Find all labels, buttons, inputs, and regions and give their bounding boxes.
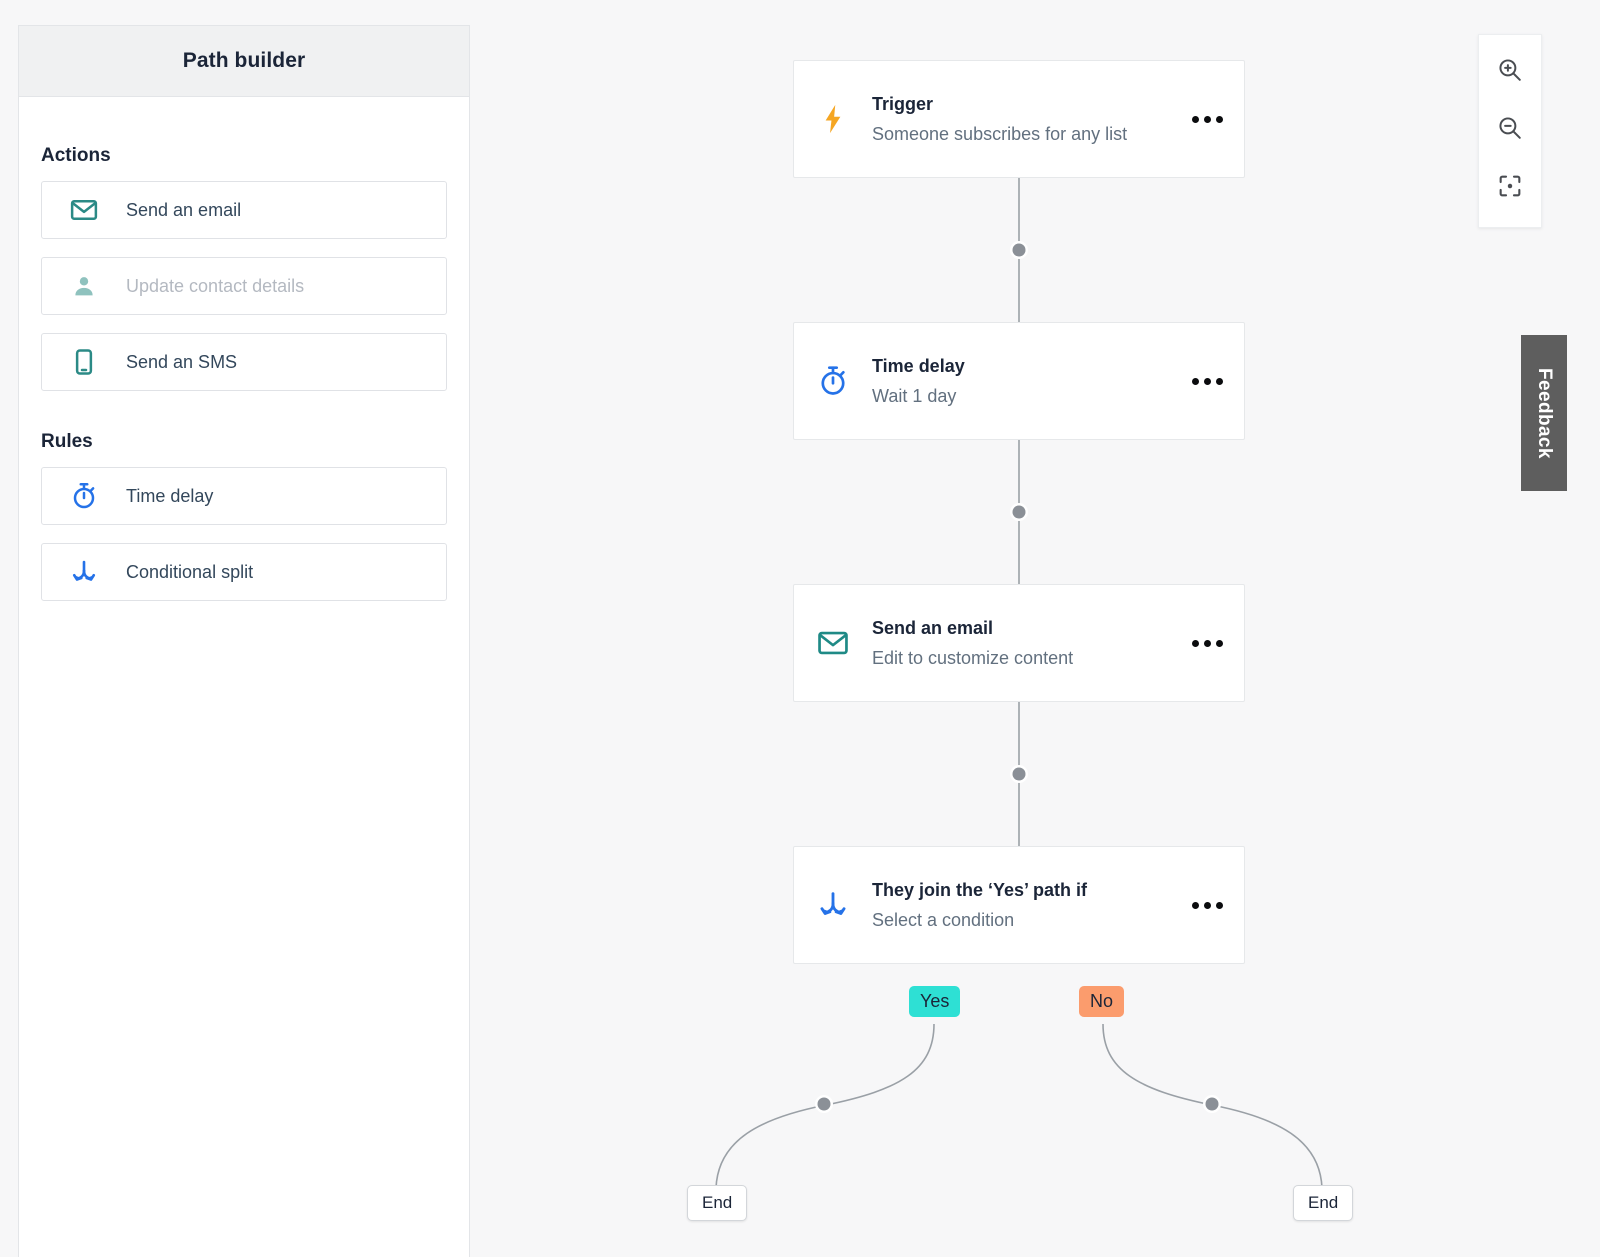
- path-builder-header: Path builder: [19, 26, 469, 97]
- flow-node-subtitle: Someone subscribes for any list: [872, 124, 1128, 144]
- flow-node-end-yes[interactable]: End: [687, 1185, 748, 1221]
- magnifier-minus-icon: [1496, 114, 1524, 147]
- person-icon: [42, 272, 126, 300]
- flow-node-end-no[interactable]: End: [1293, 1185, 1354, 1221]
- flow-node-text: Trigger Someone subscribes for any list: [872, 91, 1170, 147]
- flow-canvas[interactable]: Trigger Someone subscribes for any list …: [470, 0, 1600, 1257]
- flow-node-trigger[interactable]: Trigger Someone subscribes for any list: [793, 60, 1245, 178]
- path-builder-panel: Path builder Actions Send an email Updat…: [18, 25, 470, 1257]
- flow-node-title: They join the ‘Yes’ path if: [872, 879, 1088, 900]
- path-builder-body: Actions Send an email Update contact det…: [19, 97, 469, 601]
- flow-node-subtitle: Edit to customize content: [872, 648, 1074, 668]
- dots: [1191, 377, 1223, 385]
- flow-node-text: Send an email Edit to customize content: [872, 615, 1170, 671]
- palette-item-label: Send an email: [126, 199, 242, 220]
- page-title: Path builder: [182, 49, 306, 72]
- flow-node-subtitle: Select a condition: [872, 910, 1015, 930]
- palette-item-time-delay[interactable]: Time delay: [41, 467, 447, 525]
- stopwatch-icon: [794, 364, 872, 398]
- feedback-tab[interactable]: Feedback: [1521, 335, 1567, 491]
- feedback-label: Feedback: [1534, 367, 1555, 459]
- palette-item-label: Conditional split: [126, 561, 254, 582]
- flow-node-conditional-split[interactable]: They join the ‘Yes’ path if Select a con…: [793, 846, 1245, 964]
- dots: [1191, 901, 1223, 909]
- dots: [1191, 115, 1223, 123]
- fit-to-screen-button[interactable]: [1479, 159, 1541, 217]
- flow-node-title: Trigger: [872, 93, 934, 114]
- palette-item-send-an-sms[interactable]: Send an SMS: [41, 333, 447, 391]
- split-branch-icon: [42, 557, 126, 587]
- envelope-icon: [42, 195, 126, 225]
- flow-node-text: Time delay Wait 1 day: [872, 353, 1170, 409]
- zoom-in-button[interactable]: [1479, 43, 1541, 101]
- flow-graph: Trigger Someone subscribes for any list …: [470, 0, 1600, 1257]
- branch-badge-no[interactable]: No: [1079, 986, 1125, 1017]
- palette-item-label: Time delay: [126, 485, 214, 506]
- palette-item-update-contact-details[interactable]: Update contact details: [41, 257, 447, 315]
- dots: [1191, 639, 1223, 647]
- flow-node-subtitle: Wait 1 day: [872, 386, 957, 406]
- palette-item-send-an-email[interactable]: Send an email: [41, 181, 447, 239]
- zoom-controls-panel: [1478, 34, 1542, 228]
- flow-node-title: Time delay: [872, 355, 965, 376]
- flow-node-time-delay[interactable]: Time delay Wait 1 day: [793, 322, 1245, 440]
- split-branch-icon: [794, 888, 872, 922]
- more-options-icon[interactable]: [1170, 639, 1244, 647]
- envelope-icon: [794, 626, 872, 660]
- branch-badge-yes[interactable]: Yes: [909, 986, 961, 1017]
- stopwatch-icon: [42, 481, 126, 511]
- focus-target-icon: [1496, 172, 1524, 205]
- more-options-icon[interactable]: [1170, 901, 1244, 909]
- mobile-phone-icon: [42, 347, 126, 377]
- palette-item-label: Update contact details: [126, 275, 305, 296]
- more-options-icon[interactable]: [1170, 115, 1244, 123]
- zoom-out-button[interactable]: [1479, 101, 1541, 159]
- lightning-bolt-icon: [794, 102, 872, 136]
- flow-node-send-an-email[interactable]: Send an email Edit to customize content: [793, 584, 1245, 702]
- flow-node-text: They join the ‘Yes’ path if Select a con…: [872, 877, 1170, 933]
- group-label-actions: Actions: [41, 145, 111, 166]
- group-label-rules: Rules: [41, 431, 93, 452]
- palette-item-label: Send an SMS: [126, 351, 238, 372]
- more-options-icon[interactable]: [1170, 377, 1244, 385]
- flow-node-title: Send an email: [872, 617, 994, 638]
- palette-item-conditional-split[interactable]: Conditional split: [41, 543, 447, 601]
- magnifier-plus-icon: [1496, 56, 1524, 89]
